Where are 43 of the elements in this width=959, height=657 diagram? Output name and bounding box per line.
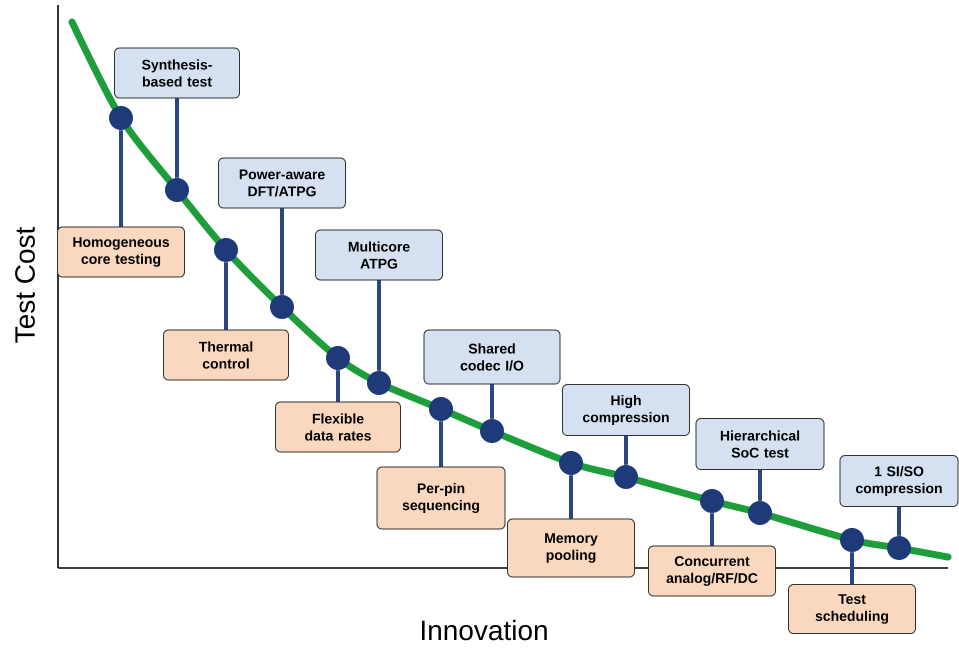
label-box: Test scheduling [788, 584, 916, 634]
leader-line [336, 370, 340, 402]
axis-label: Innovation [422, 620, 547, 640]
curve-dot [840, 528, 864, 552]
leader-line [377, 280, 381, 371]
label-box: Shared codec I/O [424, 330, 560, 384]
curve-dot [429, 397, 453, 421]
curve-dot [559, 451, 583, 475]
label-box: Power-aware DFT/ATPG [218, 158, 346, 208]
curve-dot [214, 238, 238, 262]
leader-line [850, 552, 854, 584]
label-box: Multicore ATPG [315, 230, 443, 280]
label-box: Hierarchical SoC test [696, 418, 824, 470]
leader-line [224, 262, 228, 330]
curve-dot [367, 371, 391, 395]
leader-line [710, 513, 714, 546]
curve-dot [614, 465, 638, 489]
label-box: Homogeneous core testing [57, 226, 185, 278]
leader-line [439, 421, 443, 466]
curve-dot [700, 489, 724, 513]
label-box: Thermal control [163, 330, 289, 380]
curve-dot [165, 178, 189, 202]
leader-line [758, 470, 762, 501]
curve-dot [109, 106, 133, 130]
curve-dot [887, 536, 911, 560]
leader-line [897, 507, 901, 536]
leader-line [119, 130, 123, 226]
label-box: Synthesis-based test [114, 48, 240, 98]
curve-dot [748, 501, 772, 525]
label-box: High compression [562, 384, 690, 436]
curve-dot [480, 419, 504, 443]
leader-line [175, 98, 179, 178]
leader-line [569, 475, 573, 518]
label-box: Per-pin sequencing [376, 466, 506, 530]
leader-line [624, 436, 628, 465]
curve-dot [270, 295, 294, 319]
leader-line [280, 208, 284, 295]
label-box: Memory pooling [507, 518, 635, 578]
label-box: Concurrent analog/RF/DC [648, 546, 776, 596]
label-box: Flexible data rates [275, 402, 401, 452]
label-box: 1 SI/SO compression [840, 455, 958, 507]
leader-line [490, 384, 494, 419]
curve-dot [326, 346, 350, 370]
